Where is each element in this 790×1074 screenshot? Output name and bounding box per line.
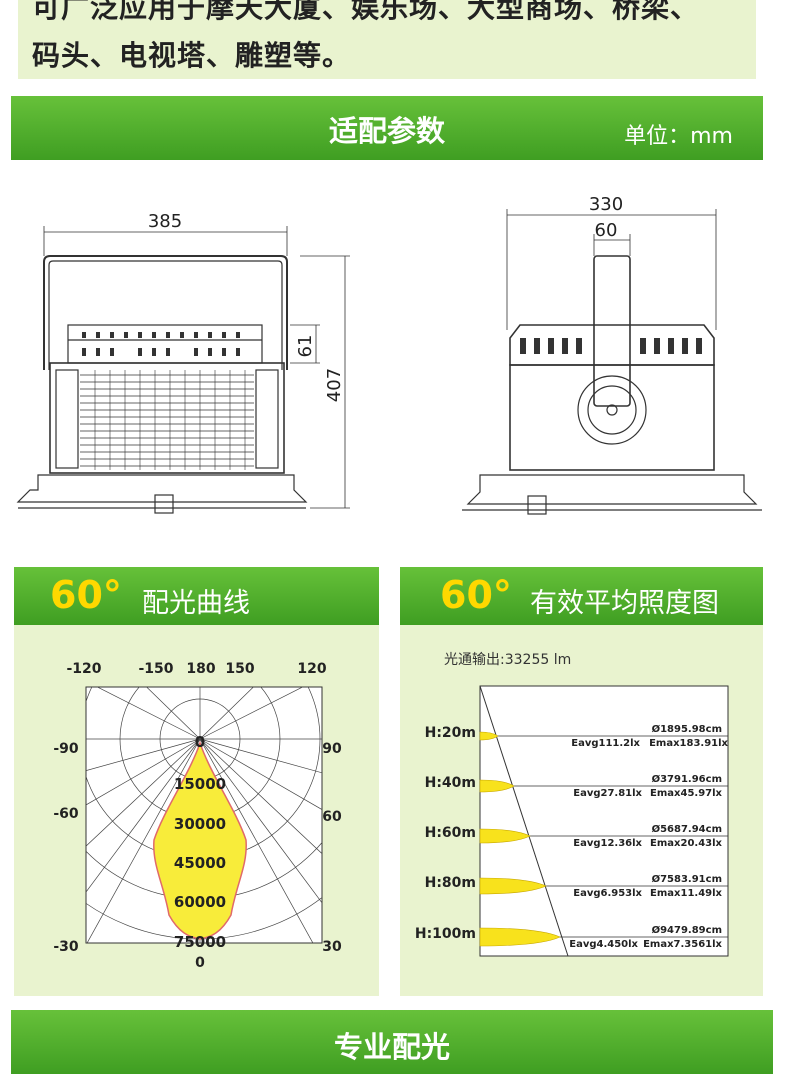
dim-front-height: 407 — [324, 368, 345, 402]
beam-spread-60m — [479, 828, 531, 844]
polar-right-label: 30 — [322, 939, 342, 955]
light-distribution-header: 60° 配光曲线 — [14, 567, 379, 625]
polar-value-label: 45000 — [174, 854, 226, 872]
dim-front-width: 385 — [148, 211, 182, 232]
emax-label: Emax7.3561lx — [643, 939, 722, 950]
diameter-label: Ø5687.94cm — [652, 823, 722, 835]
polar-top-label: 150 — [225, 661, 254, 677]
polar-bottom-label: 0 — [195, 955, 205, 971]
polar-right-label: 90 — [322, 741, 342, 757]
polar-curve-chart: -120 -150 180 150 120 -90 -60 -30 90 60 … — [53, 661, 342, 971]
illuminance-header: 60° 有效平均照度图 — [400, 567, 763, 625]
eavg-label: Eavg111.2lx — [571, 738, 640, 749]
beam-spread-20m — [479, 731, 499, 741]
eavg-label: Eavg12.36lx — [573, 838, 642, 849]
diameter-label: Ø3791.96cm — [652, 773, 722, 785]
polar-value-label: 0 — [195, 733, 205, 751]
professional-optics-title: 专业配光 — [333, 1030, 450, 1064]
eavg-label: Eavg27.81lx — [573, 788, 642, 799]
polar-value-label: 30000 — [174, 815, 226, 833]
beam-spread-80m — [479, 877, 547, 895]
polar-value-label: 15000 — [174, 775, 226, 793]
params-banner: 适配参数 单位：mm — [11, 96, 763, 160]
eavg-label: Eavg6.953lx — [573, 888, 642, 899]
height-label: H:40m — [425, 775, 476, 791]
height-label: H:20m — [425, 725, 476, 741]
polar-curve-shape — [153, 740, 247, 940]
height-label: H:80m — [425, 875, 476, 891]
polar-top-label: 180 — [186, 661, 215, 677]
polar-value-label: 60000 — [174, 893, 226, 911]
height-label: H:60m — [425, 825, 476, 841]
dim-side-mount: 60 — [595, 220, 618, 241]
params-unit: 单位：mm — [624, 124, 733, 149]
side-view-drawing — [462, 209, 762, 515]
polar-top-label: -150 — [138, 661, 173, 677]
beam-angle-label: 60° — [50, 573, 122, 617]
polar-left-label: -60 — [53, 806, 79, 822]
polar-left-label: -30 — [53, 939, 79, 955]
illuminance-title: 有效平均照度图 — [530, 588, 719, 619]
intro-line-2: 码头、电视塔、雕塑等。 — [32, 39, 352, 72]
diameter-label: Ø1895.98cm — [652, 723, 722, 735]
emax-label: Emax20.43lx — [650, 838, 723, 849]
polar-right-label: 60 — [322, 809, 342, 825]
polar-top-label: 120 — [297, 661, 326, 677]
diameter-label: Ø9479.89cm — [652, 924, 722, 936]
illuminance-chart: H:20m H:40m H:60m H:80m H:100m Ø1895.98c… — [415, 685, 729, 957]
luminous-flux-text: 光通输出:33255 lm — [444, 652, 572, 668]
professional-optics-banner: 专业配光 — [11, 1010, 773, 1074]
polar-value-label: 75000 — [174, 933, 226, 951]
beam-spread-40m — [479, 779, 515, 793]
dimension-drawings: 385 61 407 330 60 — [16, 194, 762, 515]
intro-block: 可广泛应用于摩天大厦、娱乐场、大型商场、桥梁、 码头、电视塔、雕塑等。 — [18, 0, 756, 79]
intro-line-1: 可广泛应用于摩天大厦、娱乐场、大型商场、桥梁、 — [32, 0, 700, 24]
height-label: H:100m — [415, 926, 476, 942]
dim-front-depth: 61 — [295, 335, 316, 358]
emax-label: Emax45.97lx — [650, 788, 723, 799]
light-distribution-title: 配光曲线 — [142, 588, 250, 619]
beam-spread-100m — [479, 927, 561, 947]
illuminance-angle-label: 60° — [440, 573, 512, 617]
eavg-label: Eavg4.450lx — [569, 939, 638, 950]
polar-left-label: -90 — [53, 741, 79, 757]
params-title: 适配参数 — [328, 114, 445, 148]
diameter-label: Ø7583.91cm — [652, 873, 722, 885]
dim-side-width: 330 — [589, 194, 623, 215]
polar-top-label: -120 — [66, 661, 101, 677]
light-distribution-panel: 60° 配光曲线 — [14, 567, 379, 996]
front-view-drawing — [16, 226, 350, 514]
emax-label: Emax11.49lx — [650, 888, 723, 899]
emax-label: Emax183.91lx — [649, 738, 728, 749]
